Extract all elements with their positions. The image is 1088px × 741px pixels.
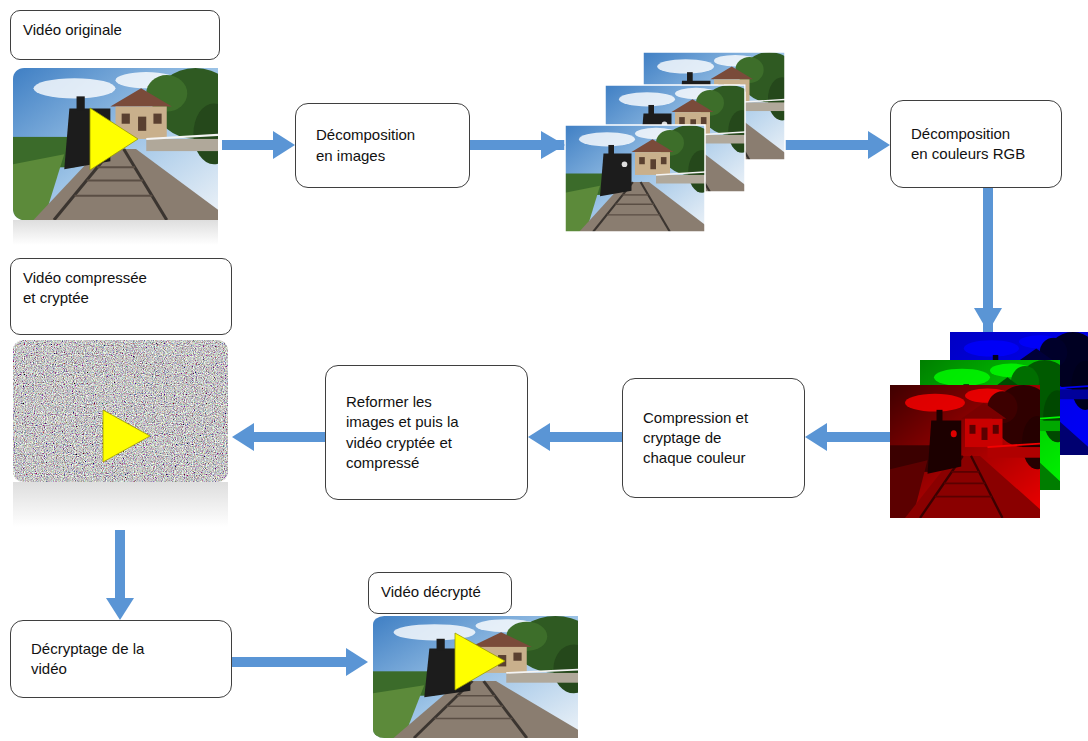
noise-frame (13, 340, 228, 482)
arrow-head (106, 598, 134, 620)
arrow-shaft (550, 432, 622, 442)
reflection (13, 220, 218, 245)
process-box: Décomposition en couleurs RGB (890, 100, 1062, 188)
arrow-head (346, 648, 368, 676)
arrow-head (541, 131, 565, 159)
frame-border (565, 125, 705, 232)
box-text: Compression et cryptage de chaque couleu… (643, 408, 761, 469)
arrow-shaft (232, 657, 346, 667)
play-icon (90, 108, 138, 170)
box-text: Décomposition en images (316, 125, 426, 166)
video-label: Vidéo compressée et cryptée (10, 258, 232, 335)
arrow-head (974, 308, 1002, 332)
flow-arrow (106, 530, 134, 620)
arrow-shaft (222, 140, 273, 150)
flow-arrow (222, 131, 295, 159)
process-box: Reformer les images et puis la vidéo cry… (325, 365, 528, 500)
red-channel (890, 385, 1054, 518)
video-panel: Vidéo compressée et cryptée (10, 258, 232, 530)
flow-arrow (528, 423, 622, 451)
process-box: Décomposition en images (295, 103, 470, 188)
box-text: Reformer les images et puis la vidéo cry… (346, 392, 474, 473)
frame-image (565, 125, 718, 232)
play-icon (103, 410, 150, 462)
arrow-head (273, 131, 295, 159)
reflection (13, 482, 228, 527)
video-frame (13, 68, 236, 220)
video-panel: Vidéo décrypté (368, 572, 580, 738)
arrow-shaft (115, 530, 125, 598)
arrow-shaft (254, 432, 325, 442)
process-box: Décryptage de la vidéo (10, 620, 232, 698)
video-panel: Vidéo originale (10, 10, 222, 242)
box-text: Décryptage de la vidéo (31, 639, 161, 680)
arrow-head (805, 423, 827, 451)
arrow-head (528, 423, 550, 451)
video-label: Vidéo originale (10, 10, 220, 60)
video-label: Vidéo décrypté (368, 572, 512, 614)
arrow-head (868, 131, 890, 159)
flow-arrow (232, 423, 325, 451)
play-icon (455, 633, 505, 690)
box-text: Décomposition en couleurs RGB (911, 124, 1027, 165)
video-frame (373, 616, 596, 738)
process-box: Compression et cryptage de chaque couleu… (622, 378, 805, 498)
flow-arrow (232, 648, 368, 676)
arrow-head (232, 423, 254, 451)
